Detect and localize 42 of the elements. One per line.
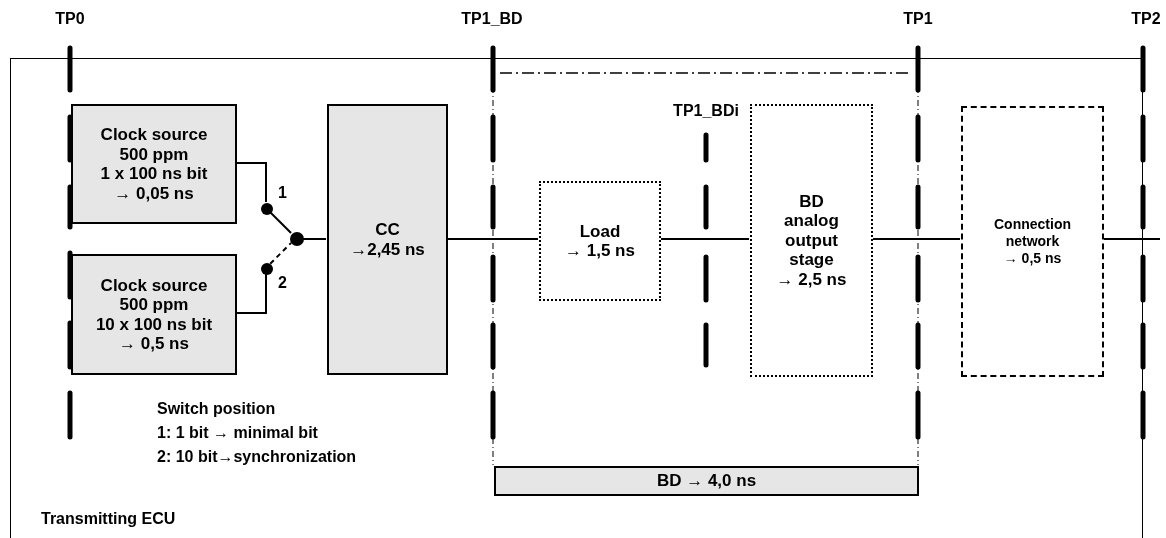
switch-contact-dot <box>261 263 273 275</box>
ecu-frame <box>10 58 1143 538</box>
switch-position-number: 1 <box>278 183 287 202</box>
box-text: → 0,5 ns <box>1003 250 1062 267</box>
test-point-label: TP1 <box>903 9 933 28</box>
box-text: →2,45 ns <box>350 239 425 259</box>
test-point-label: TP1_BD <box>461 9 523 28</box>
box-text: BD → 4,0 ns <box>656 471 757 491</box>
box-text: 10 x 100 ns bit <box>95 314 213 334</box>
box-text: 500 ppm <box>119 295 189 315</box>
test-point-label: TP0 <box>55 9 85 28</box>
box-text: 500 ppm <box>119 144 189 164</box>
test-point-label: TP2 <box>1131 9 1161 28</box>
connector-line <box>269 211 293 235</box>
delay-bar <box>494 466 919 496</box>
test-point-label: TP1_BDi <box>673 101 739 120</box>
box-text: BD analog output stage <box>783 191 840 270</box>
note-heading: Switch position <box>157 399 276 418</box>
switch-contact-dot <box>261 203 273 215</box>
process-box <box>539 181 661 301</box>
box-text: → 0,05 ns <box>114 183 194 203</box>
connector-line <box>269 241 293 265</box>
box-text: Clock source <box>100 125 208 145</box>
process-box <box>750 104 873 377</box>
note-text: 2: 10 bit→synchronization <box>157 447 357 466</box>
frame-title: Transmitting ECU <box>41 509 176 529</box>
note-text: 1: 1 bit → minimal bit <box>157 423 318 442</box>
box-text: → 0,5 ns <box>119 334 189 354</box>
box-text: Clock source <box>100 275 208 295</box>
process-box <box>71 254 237 375</box>
box-text: 1 x 100 ns bit <box>100 164 208 184</box>
box-text: Connection network <box>993 216 1072 250</box>
box-text: Load <box>579 221 621 241</box>
connector-line <box>302 238 327 240</box>
switch-contact-dot <box>290 232 304 246</box>
process-box <box>327 104 448 375</box>
switch-position-number: 2 <box>278 273 287 292</box>
process-box <box>961 106 1104 377</box>
box-text: CC <box>375 220 400 240</box>
box-text: → 1,5 ns <box>565 241 635 261</box>
process-box <box>71 104 237 224</box>
box-text: → 2,5 ns <box>776 269 847 290</box>
